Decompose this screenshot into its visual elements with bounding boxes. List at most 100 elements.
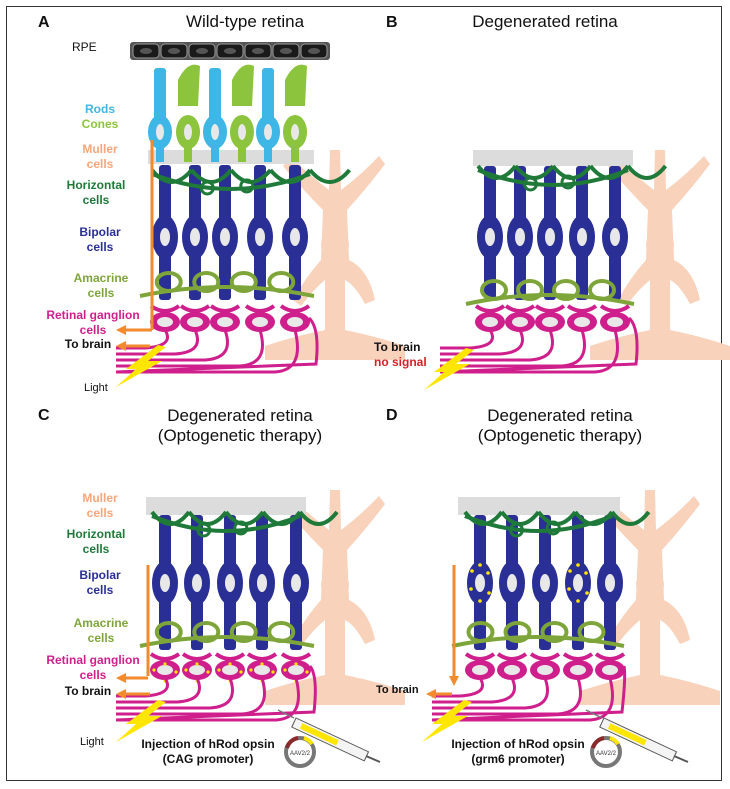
opsin-dot [283, 668, 287, 672]
cone-outer-segment [178, 64, 200, 106]
rgc-axon [116, 677, 201, 704]
opsin-dot [576, 563, 580, 567]
rgc-nucleus [252, 317, 268, 327]
rgc-dendrite [599, 304, 631, 313]
bipolar-label-a-1: Bipolar [79, 225, 121, 239]
bipolar-nucleus [573, 574, 583, 592]
rgc-dendrite [179, 304, 211, 313]
rgc-dendrite [474, 304, 506, 313]
opsin-dot [585, 591, 589, 595]
horizontal-process [610, 510, 651, 526]
rod-nucleus [264, 124, 272, 140]
light-label-a: Light [84, 382, 108, 394]
bipolar-nucleus [257, 574, 267, 592]
injection-label-c: Injection of hRod opsin [141, 737, 275, 751]
opsin-dot [271, 670, 275, 674]
rgc-axon [116, 329, 299, 374]
amacrine-label-c-1: Amacrine [73, 616, 129, 630]
opsin-dot [568, 569, 572, 573]
plasmid-segment [303, 736, 314, 746]
opsin-dot [478, 563, 482, 567]
muller-label-a-1: Muller [82, 142, 118, 156]
plasmid-segment [591, 736, 605, 749]
bipolar-nucleus [475, 574, 485, 592]
amacrine-cell [192, 271, 221, 293]
amacrine-cell [516, 279, 544, 301]
bipolar-label-a-2: cells [86, 240, 114, 254]
syringe-fluid [607, 723, 647, 746]
rgc-dendrite [279, 304, 311, 313]
rgc-axon [439, 316, 639, 374]
muller-label-c-1: Muller [82, 491, 118, 505]
rgc-nucleus [570, 665, 586, 675]
rgc-axon [432, 677, 516, 704]
rgc-nucleus [254, 665, 270, 675]
horizontal-soma [199, 180, 215, 196]
to-brain-label-a: To brain [64, 337, 112, 351]
syringe-needle [585, 709, 603, 719]
rgc-axon [432, 677, 484, 698]
aav-label: AAV2/2 [596, 751, 617, 757]
horizontal-process [151, 172, 311, 191]
rgc-axon [440, 329, 554, 362]
rgc-dendrite [534, 304, 566, 313]
opsin-dot [228, 662, 232, 666]
cone-nucleus [291, 124, 299, 140]
panel-d-title-line1: Degenerated retina [487, 406, 633, 425]
opsin-dot [486, 571, 490, 575]
rgc-label-a-2: cells [79, 323, 107, 337]
bipolar-nucleus [160, 228, 170, 246]
cone-outer-segment [285, 64, 307, 106]
bipolar-nucleus [605, 574, 615, 592]
panel-a-title: Wild-type retina [185, 12, 305, 31]
panel-c-title-line1: Degenerated retina [167, 406, 313, 425]
rgc-nucleus [607, 317, 623, 327]
rgc-nucleus [222, 665, 238, 675]
horizontal-soma [523, 176, 538, 192]
panel-a-letter: A [38, 14, 50, 31]
signal-arrow-head [449, 676, 459, 686]
rgc-nucleus [217, 317, 233, 327]
horizontal-soma [560, 174, 576, 190]
plasmid-segment [285, 736, 299, 749]
light-bolt-icon [422, 700, 472, 742]
cone-terminal [238, 148, 246, 162]
rod-nucleus [156, 124, 164, 140]
rod-outer-segment [209, 68, 221, 128]
amacrine-cell [552, 279, 580, 301]
horizontal-label-c-2: cells [82, 542, 110, 556]
rgc-dendrite [244, 304, 276, 313]
rgc-nucleus [189, 665, 205, 675]
rpe-nucleus [280, 48, 292, 54]
rod-outer-segment [262, 68, 274, 128]
rgc-dendrite [504, 304, 536, 313]
bipolar-nucleus [220, 228, 230, 246]
panel-a-diagram [115, 42, 405, 387]
light-bolt-icon [116, 700, 166, 742]
syringe-plunger [365, 755, 381, 763]
muller-soma [636, 571, 664, 599]
rgc-dendrite [149, 652, 181, 661]
amacrine-label-a-2: cells [87, 286, 115, 300]
rgc-axon [115, 316, 319, 374]
amacrine-label-c-2: cells [87, 631, 115, 645]
panel-c-letter: C [38, 407, 50, 424]
rgc-label-a-1: Retinal ganglion [46, 308, 140, 322]
horizontal-label-a-1: Horizontal [66, 178, 126, 192]
rpe-label: RPE [72, 40, 97, 54]
outer-plexiform-band [458, 497, 620, 515]
rgc-axon [431, 665, 627, 722]
amacrine-cell [503, 621, 532, 643]
rod-terminal [264, 148, 272, 162]
outer-plexiform-band [146, 497, 306, 515]
opsin-dot [152, 668, 156, 672]
rgc-dendrite [566, 304, 598, 313]
bipolar-nucleus [610, 228, 620, 246]
horizontal-soma [239, 178, 255, 194]
opsin-dot [576, 599, 580, 603]
rgc-nucleus [288, 665, 304, 675]
rgc-dendrite [562, 652, 594, 661]
rgc-label-c-1: Retinal ganglion [46, 653, 140, 667]
